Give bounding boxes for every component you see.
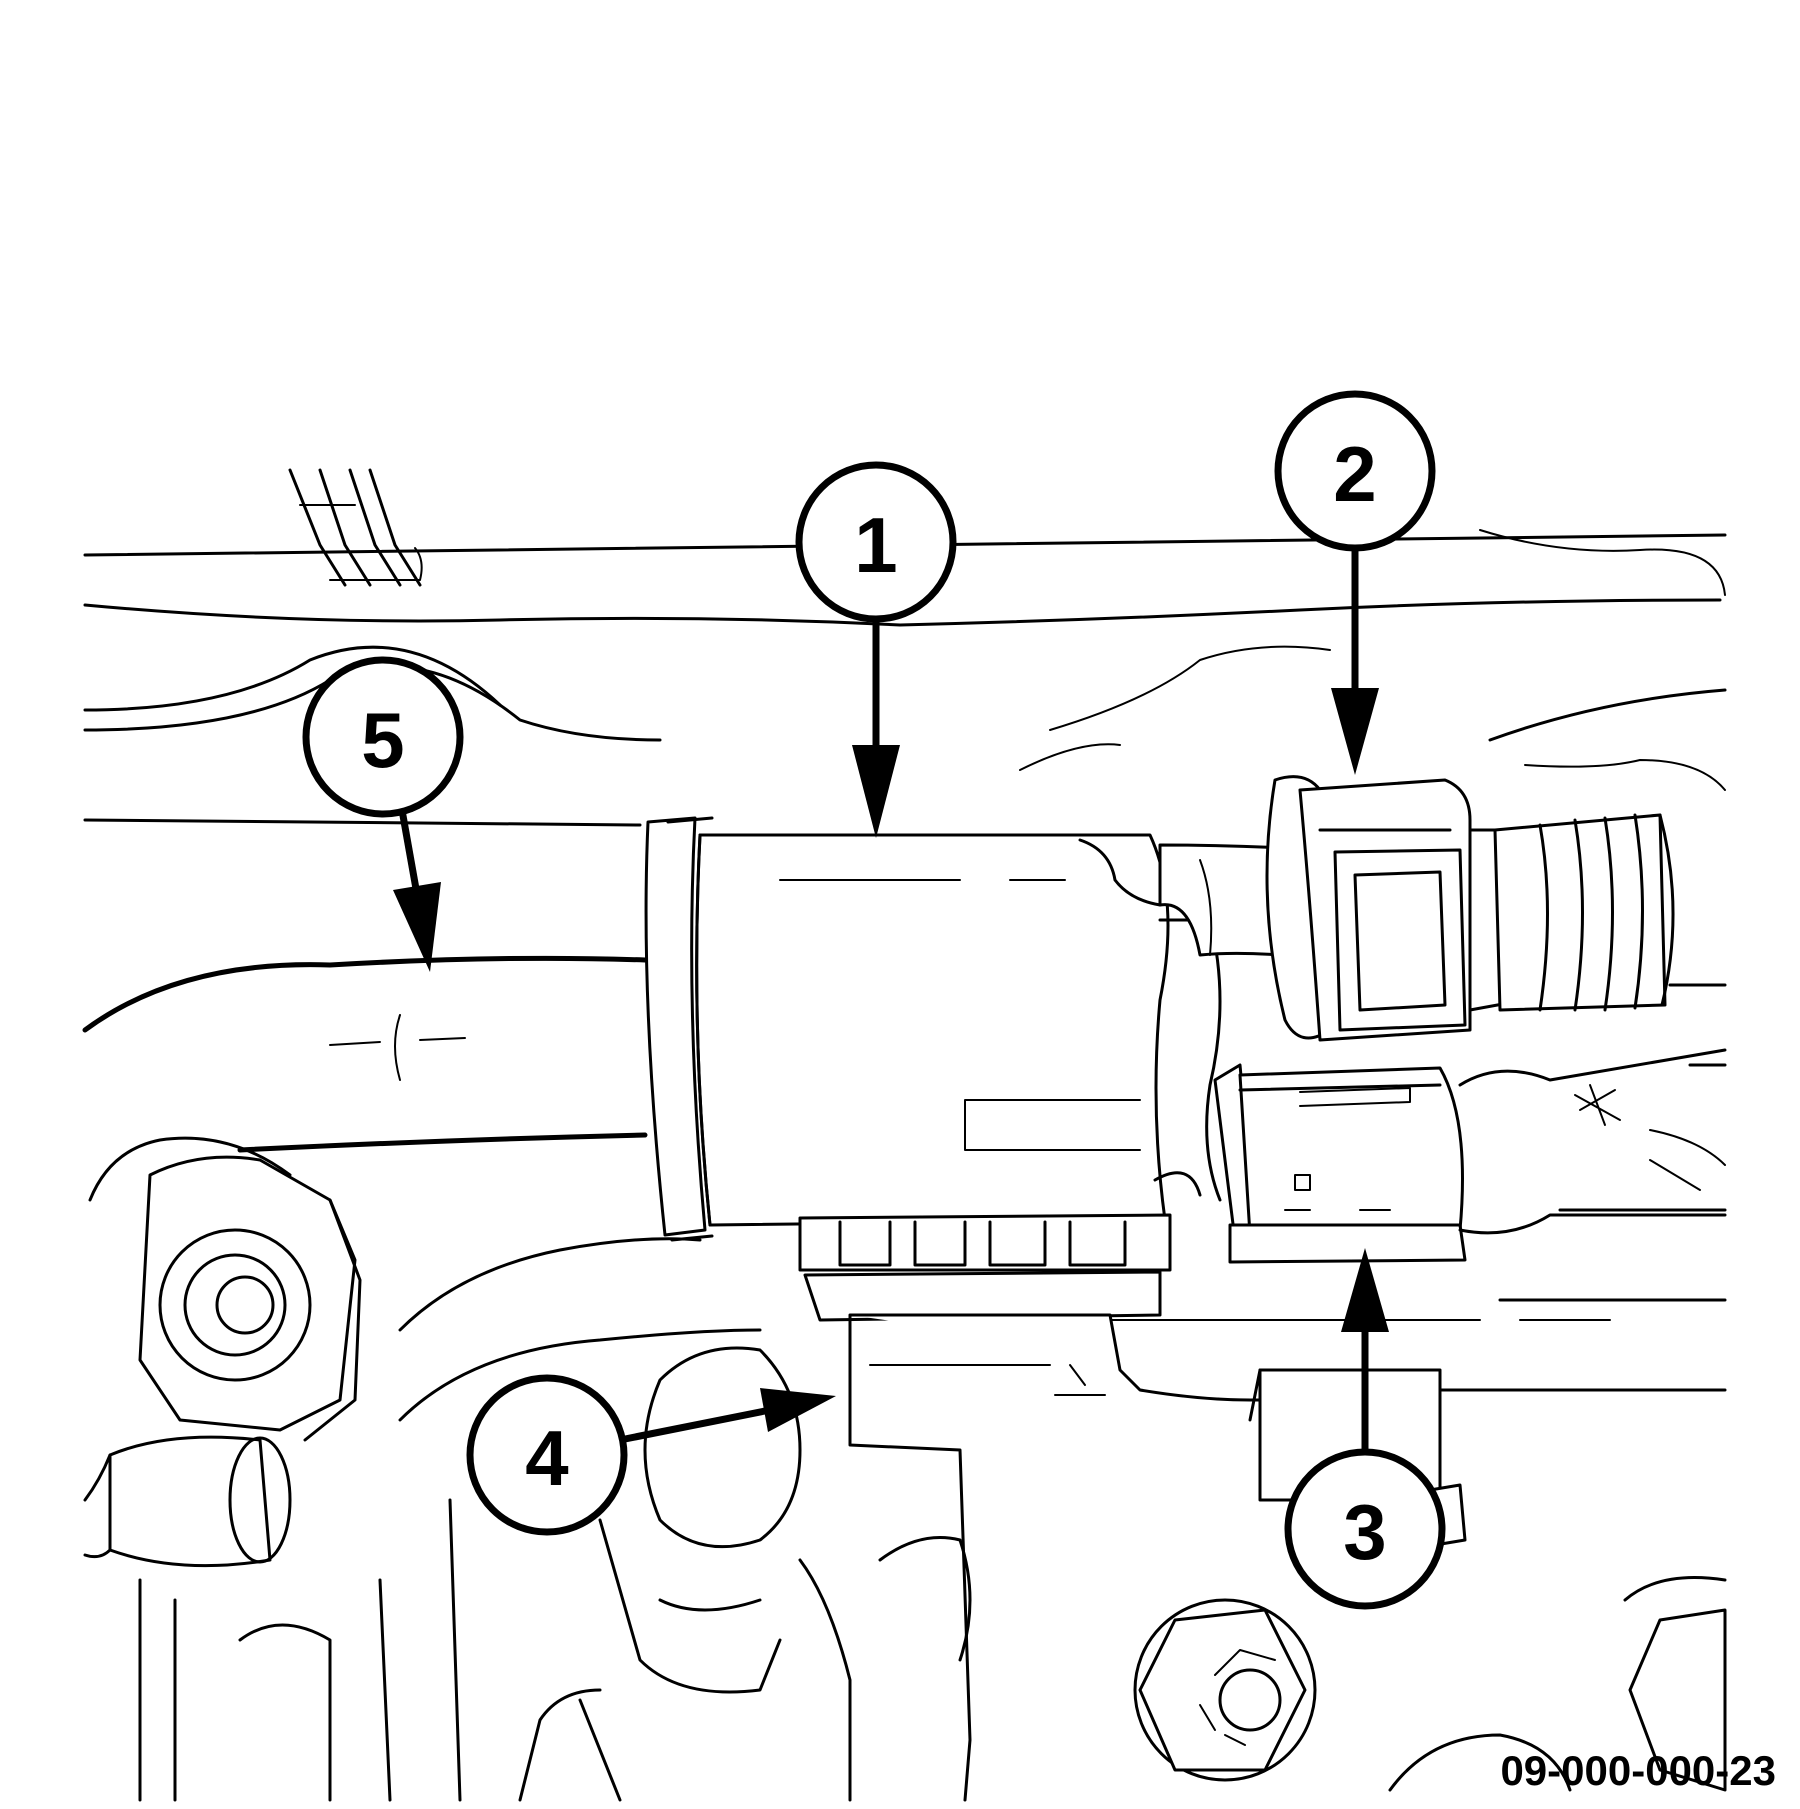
callout-5-label: 5	[361, 696, 404, 784]
connector-lower	[1213, 1048, 1727, 1264]
figure-id-label: 09-000-000-23	[1500, 1747, 1776, 1794]
callout-4-label: 4	[525, 1414, 568, 1502]
callouts: 1 2 3 4 5	[302, 390, 1446, 1610]
callout-1: 1	[795, 461, 957, 838]
engine-background-lines	[83, 468, 1727, 1392]
connector-upper	[1265, 759, 1726, 1042]
intake-hose	[82, 955, 648, 1153]
callout-1-label: 1	[854, 501, 897, 589]
callout-3-label: 3	[1343, 1488, 1386, 1576]
callout-4: 4	[466, 1374, 836, 1536]
callout-2-label: 2	[1333, 430, 1376, 518]
callout-2: 2	[1274, 390, 1436, 775]
callout-5: 5	[302, 656, 464, 972]
lower-right-bolts	[1133, 1368, 1727, 1792]
callout-3: 3	[1284, 1248, 1446, 1610]
